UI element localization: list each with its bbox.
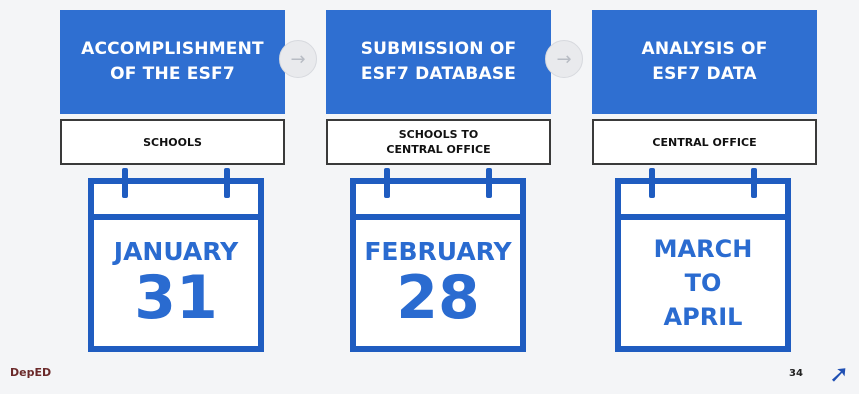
calendar-header-bar bbox=[356, 184, 520, 220]
calendar-day: 28 bbox=[396, 263, 480, 333]
calendar-range: MARCH TO APRIL bbox=[653, 235, 753, 331]
step-2-label-box: SCHOOLS TO CENTRAL OFFICE bbox=[326, 119, 551, 165]
step-2-header: SUBMISSION OF ESF7 DATABASE bbox=[326, 10, 551, 114]
calendar-header-bar bbox=[94, 184, 258, 220]
step-3-header: ANALYSIS OF ESF7 DATA bbox=[592, 10, 817, 114]
arrow-right-icon: → bbox=[545, 40, 583, 78]
calendar-date: MARCH TO APRIL bbox=[621, 220, 785, 346]
calendar-day: 31 bbox=[134, 263, 218, 333]
calendar-ring-icon bbox=[486, 168, 492, 198]
calendar-ring-icon bbox=[649, 168, 655, 198]
calendar-ring-icon bbox=[224, 168, 230, 198]
corner-arrow-icon: ➚ bbox=[829, 360, 850, 388]
step-1-label-box: SCHOOLS bbox=[60, 119, 285, 165]
calendar-date: FEBRUARY 28 bbox=[356, 220, 520, 346]
step-3-header-text: ANALYSIS OF ESF7 DATA bbox=[641, 39, 768, 84]
process-step-3: ANALYSIS OF ESF7 DATA CENTRAL OFFICE bbox=[592, 10, 817, 165]
page-number: 34 bbox=[789, 368, 803, 379]
step-3-label-box: CENTRAL OFFICE bbox=[592, 119, 817, 165]
process-step-2: SUBMISSION OF ESF7 DATABASE SCHOOLS TO C… bbox=[326, 10, 551, 165]
step-1-header-text: ACCOMPLISHMENT OF THE ESF7 bbox=[81, 39, 264, 84]
step-3-label: CENTRAL OFFICE bbox=[652, 135, 757, 149]
calendar-date: JANUARY 31 bbox=[94, 220, 258, 346]
deped-logo: DepED bbox=[10, 366, 52, 379]
calendar-ring-icon bbox=[384, 168, 390, 198]
process-step-1: ACCOMPLISHMENT OF THE ESF7 SCHOOLS bbox=[60, 10, 285, 165]
calendar-header-bar bbox=[621, 184, 785, 220]
step-1-label: SCHOOLS bbox=[143, 135, 202, 149]
calendar-ring-icon bbox=[122, 168, 128, 198]
step-2-label: SCHOOLS TO CENTRAL OFFICE bbox=[386, 128, 491, 156]
calendar-icon-february: FEBRUARY 28 bbox=[350, 168, 526, 352]
arrow-right-icon: → bbox=[279, 40, 317, 78]
calendar-icon-march-april: MARCH TO APRIL bbox=[615, 168, 791, 352]
step-2-header-text: SUBMISSION OF ESF7 DATABASE bbox=[360, 39, 517, 84]
calendar-month: FEBRUARY bbox=[364, 237, 512, 266]
step-1-header: ACCOMPLISHMENT OF THE ESF7 bbox=[60, 10, 285, 114]
calendar-icon-january: JANUARY 31 bbox=[88, 168, 264, 352]
connector-1-glyph: → bbox=[290, 48, 306, 70]
connector-2-glyph: → bbox=[556, 48, 572, 70]
calendar-ring-icon bbox=[751, 168, 757, 198]
calendar-month: JANUARY bbox=[113, 237, 239, 266]
